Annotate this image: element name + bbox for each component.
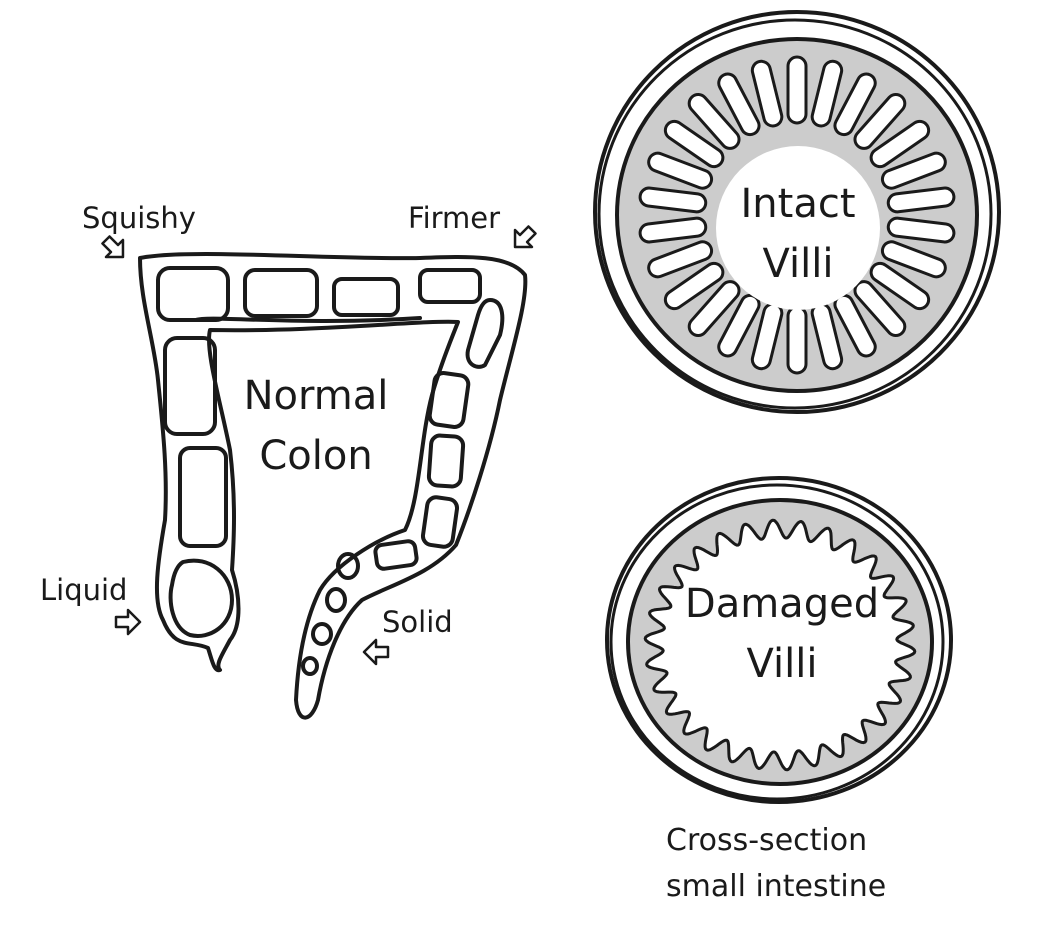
intact-outer-ring-double (597, 18, 993, 410)
villus (880, 240, 947, 279)
colon-segment (168, 558, 234, 638)
intact-villi-label-line2: Villi (762, 241, 834, 287)
villus (647, 240, 714, 279)
villus (886, 216, 956, 244)
colon-segment (418, 268, 482, 304)
villus (886, 186, 956, 214)
caption-line2: small intestine (666, 869, 887, 904)
colon-pellet (301, 656, 319, 676)
colon-pellet (336, 552, 360, 580)
villus (687, 280, 741, 338)
colon-segment (156, 266, 230, 322)
villus (638, 216, 708, 244)
colon-segment (373, 539, 419, 571)
villus (869, 119, 931, 169)
intact-villi-cross-section (593, 10, 1001, 414)
colon-segment (332, 277, 400, 317)
firmer-arrow-icon (513, 225, 537, 249)
firmer-label: Firmer (408, 201, 501, 235)
liquid-label: Liquid (40, 573, 128, 607)
colon-segment (243, 268, 319, 318)
villus (853, 92, 907, 150)
damaged-outer-ring (605, 476, 953, 804)
colon-segment (420, 495, 460, 549)
damaged-outer-ring-double (609, 483, 945, 801)
villus (880, 151, 947, 190)
colon-pellet (325, 587, 347, 613)
colon-segment (178, 446, 228, 548)
solid-label: Solid (382, 605, 453, 639)
colon-outer-wall (138, 251, 528, 720)
villus (810, 59, 844, 128)
colon-segment (426, 433, 466, 489)
intact-outer-ring (593, 10, 1001, 414)
damaged-villi-label-line2: Villi (746, 641, 818, 687)
villus (663, 261, 725, 311)
villus (647, 151, 714, 190)
colon-inner-wall (194, 316, 422, 324)
damaged-villi-label-line1: Damaged (684, 581, 880, 627)
intact-villi-label-line1: Intact (740, 181, 856, 227)
colon-drawing (138, 251, 528, 720)
villus (663, 119, 725, 169)
squishy-arrow-icon (101, 235, 125, 259)
damaged-villi-cross-section (605, 476, 953, 804)
intact-lumen (716, 146, 880, 310)
villus (687, 92, 741, 150)
colon-segment (427, 371, 471, 429)
colon-segment (465, 298, 505, 369)
colon-title-line2: Colon (259, 433, 373, 479)
villus (786, 305, 808, 375)
caption-line1: Cross-section (666, 823, 868, 858)
liquid-arrow-icon (114, 608, 142, 636)
villus (750, 59, 784, 128)
solid-arrow-icon (362, 638, 390, 666)
arrows (101, 225, 537, 666)
villus (786, 55, 808, 125)
colon-pellet (311, 622, 333, 646)
squishy-label: Squishy (82, 201, 196, 235)
villus (638, 186, 708, 214)
villus (833, 72, 877, 137)
colon-title-line1: Normal (243, 373, 389, 419)
intact-villi (638, 55, 956, 375)
villus (869, 261, 931, 311)
colon-segment (163, 336, 217, 436)
damaged-lumen (643, 518, 917, 772)
villus (717, 72, 761, 137)
